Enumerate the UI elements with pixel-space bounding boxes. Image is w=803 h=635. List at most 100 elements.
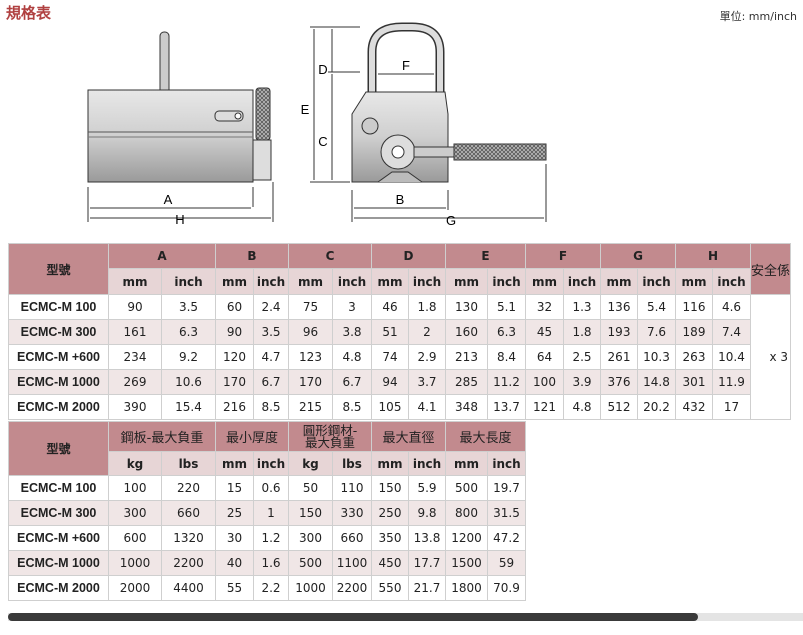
model-header: 型號 <box>8 243 109 295</box>
dim-label-g: G <box>446 213 456 228</box>
group-header-f: F <box>525 243 601 269</box>
unit-header: inch <box>253 268 289 295</box>
value-cell: 31.5 <box>487 500 526 526</box>
unit-header: mm <box>288 268 333 295</box>
value-cell: 4.7 <box>253 344 289 370</box>
value-cell: 10.4 <box>712 344 751 370</box>
dim-label-b: B <box>396 192 405 207</box>
group-header-a: A <box>108 243 216 269</box>
value-cell: 60 <box>215 294 254 320</box>
value-cell: 9.8 <box>408 500 446 526</box>
value-cell: 116 <box>675 294 713 320</box>
value-cell: 2.2 <box>253 575 289 601</box>
value-cell: 130 <box>445 294 488 320</box>
value-cell: 4.8 <box>332 344 372 370</box>
unit-header: mm <box>371 451 409 476</box>
unit-header: inch <box>487 268 526 295</box>
value-cell: 263 <box>675 344 713 370</box>
value-cell: 2000 <box>108 575 162 601</box>
value-cell: 2 <box>408 319 446 345</box>
value-cell: 3.5 <box>253 319 289 345</box>
capacity-group-header: 最大直徑 <box>371 421 446 452</box>
value-cell: 500 <box>445 475 488 501</box>
value-cell: 123 <box>288 344 333 370</box>
unit-header: mm <box>108 268 162 295</box>
value-cell: 15.4 <box>161 394 216 420</box>
value-cell: 6.3 <box>487 319 526 345</box>
model-header: 型號 <box>8 421 109 476</box>
unit-header: mm <box>600 268 638 295</box>
value-cell: 450 <box>371 550 409 576</box>
value-cell: 47.2 <box>487 525 526 551</box>
value-cell: 4.1 <box>408 394 446 420</box>
value-cell: 64 <box>525 344 564 370</box>
value-cell: 1.8 <box>408 294 446 320</box>
group-header-e: E <box>445 243 526 269</box>
value-cell: 285 <box>445 369 488 395</box>
value-cell: 10.3 <box>637 344 676 370</box>
value-cell: 105 <box>371 394 409 420</box>
group-header-b: B <box>215 243 289 269</box>
value-cell: 90 <box>108 294 162 320</box>
value-cell: 1320 <box>161 525 216 551</box>
value-cell: 376 <box>600 369 638 395</box>
capacity-group-header: 鋼板-最大負重 <box>108 421 216 452</box>
value-cell: 96 <box>288 319 333 345</box>
value-cell: 90 <box>215 319 254 345</box>
model-cell: ECMC-M 2000 <box>8 575 109 601</box>
value-cell: 1800 <box>445 575 488 601</box>
scrollbar-thumb[interactable] <box>8 613 698 621</box>
side-view <box>310 22 547 222</box>
value-cell: 660 <box>161 500 216 526</box>
unit-header: kg <box>288 451 333 476</box>
value-cell: 550 <box>371 575 409 601</box>
value-cell: 30 <box>215 525 254 551</box>
unit-header: inch <box>637 268 676 295</box>
dim-label-e: E <box>301 102 310 117</box>
value-cell: 55 <box>215 575 254 601</box>
model-cell: ECMC-M 100 <box>8 294 109 320</box>
dim-label-f: F <box>402 58 410 73</box>
value-cell: 110 <box>332 475 372 501</box>
model-cell: ECMC-M 300 <box>8 500 109 526</box>
value-cell: 40 <box>215 550 254 576</box>
value-cell: 3.9 <box>563 369 601 395</box>
value-cell: 213 <box>445 344 488 370</box>
value-cell: 2.9 <box>408 344 446 370</box>
model-cell: ECMC-M 300 <box>8 319 109 345</box>
group-label-line2: 最大負重 <box>304 434 355 450</box>
value-cell: 75 <box>288 294 333 320</box>
unit-header: inch <box>563 268 601 295</box>
value-cell: 4400 <box>161 575 216 601</box>
capacity-group-header: 最小厚度 <box>215 421 289 452</box>
value-cell: 348 <box>445 394 488 420</box>
value-cell: 150 <box>288 500 333 526</box>
value-cell: 150 <box>371 475 409 501</box>
value-cell: 350 <box>371 525 409 551</box>
unit-header: inch <box>332 268 372 295</box>
safety-factor-cell: x 3 <box>749 294 792 420</box>
value-cell: 1500 <box>445 550 488 576</box>
value-cell: 0.6 <box>253 475 289 501</box>
unit-header: mm <box>675 268 713 295</box>
value-cell: 13.8 <box>408 525 446 551</box>
value-cell: 20.2 <box>637 394 676 420</box>
value-cell: 70.9 <box>487 575 526 601</box>
unit-header: inch <box>161 268 216 295</box>
unit-header: mm <box>445 451 488 476</box>
value-cell: 11.2 <box>487 369 526 395</box>
group-header-d: D <box>371 243 446 269</box>
unit-label: 單位: mm/inch <box>719 10 797 23</box>
horizontal-scrollbar[interactable] <box>8 613 803 621</box>
value-cell: 6.7 <box>253 369 289 395</box>
value-cell: 512 <box>600 394 638 420</box>
value-cell: 660 <box>332 525 372 551</box>
value-cell: 121 <box>525 394 564 420</box>
value-cell: 1.8 <box>563 319 601 345</box>
value-cell: 269 <box>108 369 162 395</box>
unit-header: lbs <box>161 451 216 476</box>
